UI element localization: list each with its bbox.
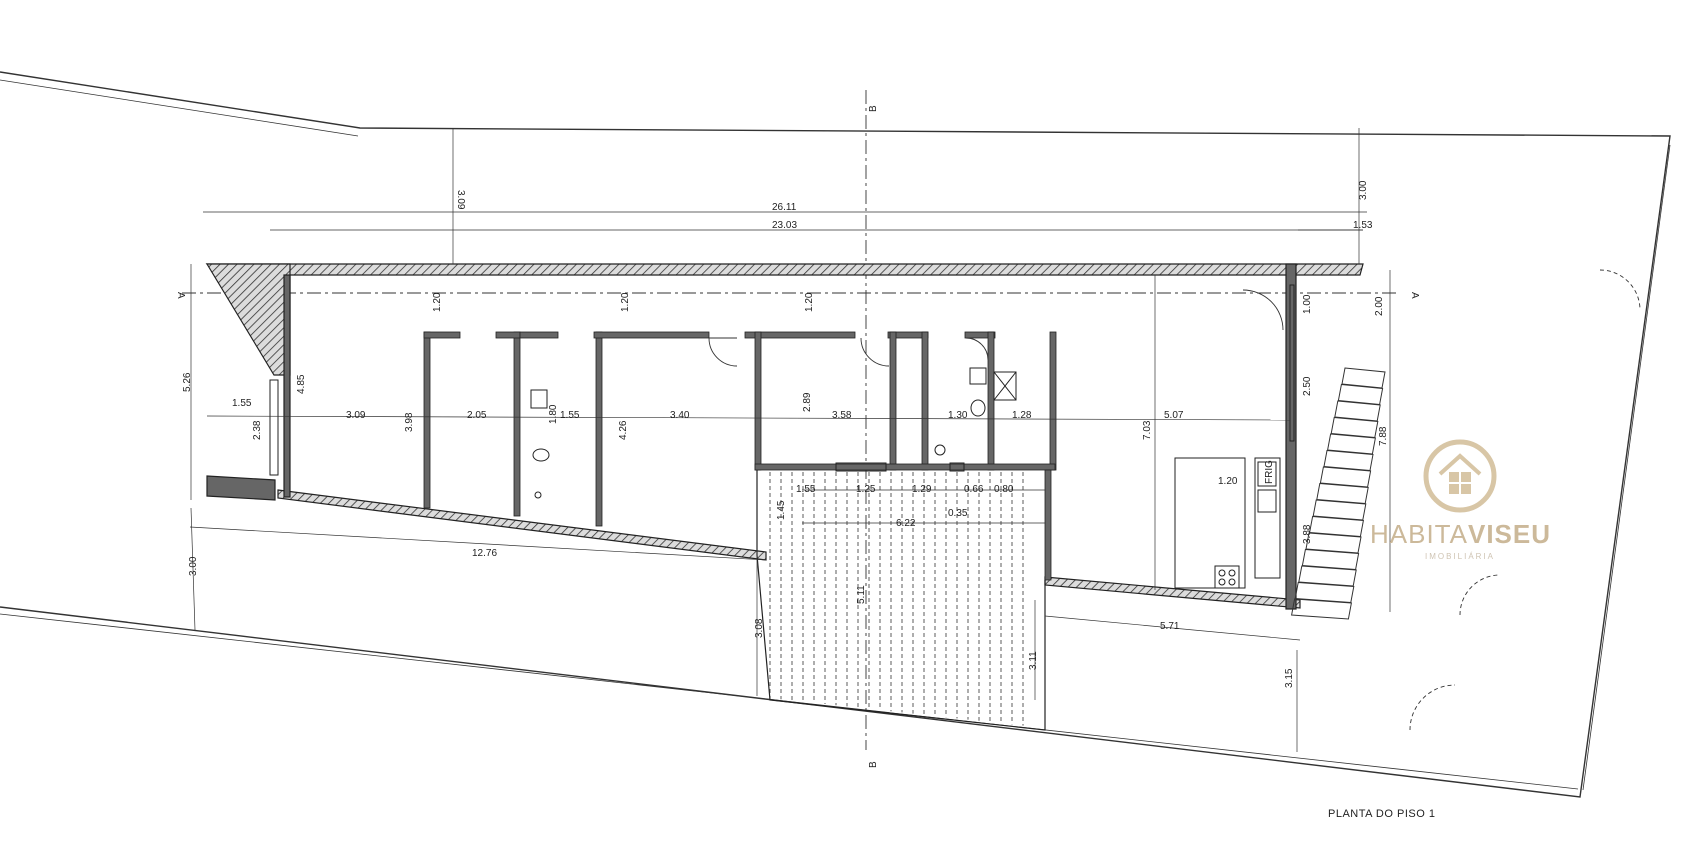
dim-terrace-e: 0.80 [994,484,1014,495]
dim-right-setback: 3.15 [1284,668,1295,688]
dim-room3-h: 4.26 [618,420,629,440]
windows [269,284,1295,476]
section-mark-a-left: A [175,292,186,299]
bathroom-fixtures [530,367,1017,499]
dim-door-right-top: 1.00 [1302,294,1313,314]
dimension-lines [189,128,1391,752]
dim-room4-w: 3.58 [832,410,852,421]
dim-room4-h: 2.89 [802,392,813,412]
dim-bath2-w: 1.30 [948,410,968,421]
section-mark-b-bottom: B [868,761,879,768]
dim-right-front: 5.71 [1160,621,1180,632]
terrace-decking [769,472,1024,726]
interior-walls [423,331,1057,581]
dim-kitchen-w: 1.20 [1218,476,1238,487]
dim-terrace-depth: 1.45 [776,500,787,520]
house-emblem-icon [1423,439,1497,513]
dim-terrace-w: 6.22 [896,518,916,529]
dim-front-setback: 3.00 [188,556,199,576]
logo-tagline: IMOBILIÁRIA [1424,552,1495,561]
dim-left-inner-height: 4.85 [296,374,307,394]
staircase [1291,367,1386,620]
logo-name-bold: VISEU [1467,519,1552,549]
dim-terrace-side-l: 3.08 [754,618,765,638]
dim-right-offset: 1.53 [1353,220,1373,231]
agency-logo: HABITAVISEU IMOBILIÁRIA [1370,438,1550,561]
dim-terrace-b: 1.25 [856,484,876,495]
dim-room1-w: 3.09 [346,410,366,421]
dim-terrace-side-r: 3.11 [1028,651,1039,670]
dim-stair-h: 7.88 [1378,426,1389,446]
dim-terrace-a: 1.55 [796,484,816,495]
dim-kitchen-h: 3.88 [1302,524,1313,544]
dim-living-h: 7.03 [1142,420,1153,440]
logo-wordmark: HABITAVISEU [1370,519,1550,550]
fridge-label: FRIG [1264,460,1275,484]
dim-room2-w: 2.05 [467,410,487,421]
stair-tread [1291,598,1352,620]
dim-hall-w: 1.28 [1012,410,1032,421]
dim-setback-top: 3.09 [455,190,466,210]
dim-corridor-left: 1.20 [432,292,443,312]
section-mark-a-right: A [1409,292,1420,299]
logo-name-light: HABITA [1370,519,1468,549]
plot-boundary [0,71,1671,798]
dim-terrace-len: 5.11 [856,585,867,604]
dim-bath1-w: 1.55 [560,410,580,421]
dim-right-gap: 2.00 [1374,296,1385,316]
kitchen-fixtures [1174,457,1281,589]
dim-corridor-center: 1.20 [804,292,815,312]
dim-corridor-mid: 1.20 [620,292,631,312]
exterior-walls [205,263,1364,610]
dim-setback-right-top: 3.00 [1358,180,1369,200]
dim-overall-length: 26.11 [772,202,797,213]
terrace-edge [756,470,1046,731]
dim-room3-w: 3.40 [670,410,690,421]
dim-left-balcony-w: 1.55 [232,398,252,409]
dim-bath1-h: 1.80 [548,404,559,424]
section-mark-b-top: B [868,105,879,112]
dim-front-len: 12.76 [472,548,497,559]
dim-living-w: 5.07 [1164,410,1184,421]
dim-left-height: 5.26 [182,372,193,392]
dim-inner-length: 23.03 [772,220,797,231]
dim-room1-h: 3.98 [404,412,415,432]
dim-right-wall-h: 2.50 [1302,376,1313,396]
dim-terrace-d: 0.66 [964,484,984,495]
dim-terrace-c: 1.29 [912,484,932,495]
drawing-title: PLANTA DO PISO 1 [1328,808,1436,820]
door-swings [708,269,1641,731]
dim-left-balcony-h: 2.38 [252,420,263,440]
dim-terrace-f: 0.35 [948,508,968,519]
